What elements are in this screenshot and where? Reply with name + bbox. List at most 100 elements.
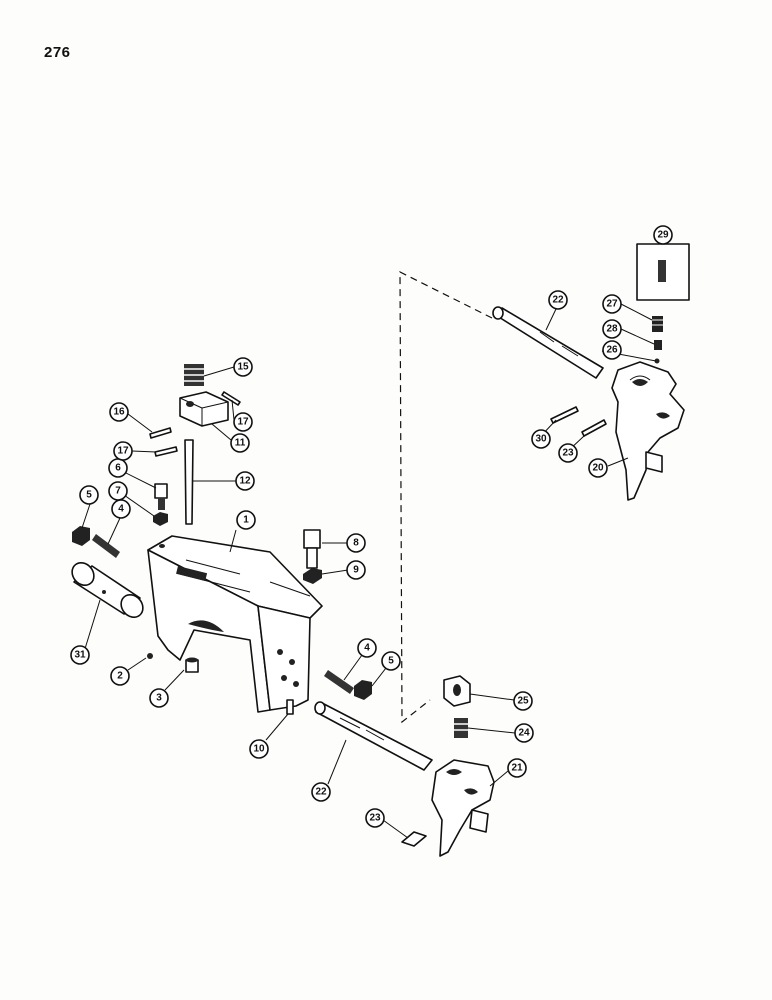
part-21-shift-fork <box>431 759 495 857</box>
part-26-ball <box>654 358 660 364</box>
leader-lines <box>81 303 657 839</box>
callout-label: 2 <box>117 671 123 682</box>
part-23-pin-upper <box>581 419 607 437</box>
callout-27: 27 <box>602 294 622 314</box>
callout-24: 24 <box>514 723 534 743</box>
callout-label: 25 <box>517 696 529 707</box>
alignment-dashed-line <box>399 271 493 724</box>
part-11-block <box>179 391 229 427</box>
part-23-pin-lower <box>401 831 427 847</box>
part-2-plug <box>147 653 153 659</box>
callout-21: 21 <box>507 758 527 778</box>
callout-label: 23 <box>562 448 574 459</box>
callout-3: 3 <box>149 688 169 708</box>
part-15-spring <box>184 364 204 386</box>
callout-label: 1 <box>243 515 249 526</box>
callout-label: 20 <box>592 463 604 474</box>
part-1-housing <box>147 535 323 713</box>
callout-5-right: 5 <box>381 651 401 671</box>
part-29-kit-box <box>636 243 690 301</box>
callout-label: 22 <box>552 295 564 306</box>
part-8-bolt <box>303 529 321 569</box>
part-3-fitting <box>185 657 199 673</box>
callout-label: 30 <box>535 434 547 445</box>
callout-28: 28 <box>602 319 622 339</box>
callout-label: 11 <box>235 438 246 449</box>
callout-8: 8 <box>346 533 366 553</box>
part-6-bolt <box>154 483 168 510</box>
part-28-detent <box>654 340 662 350</box>
callout-label: 7 <box>115 486 121 497</box>
callout-label: 15 <box>237 362 249 373</box>
callout-label: 22 <box>315 787 327 798</box>
callout-22-lower: 22 <box>311 782 331 802</box>
part-17-pin-lower <box>154 446 178 457</box>
callout-label: 27 <box>606 299 618 310</box>
part-5-nut-left <box>72 526 90 546</box>
callout-26: 26 <box>602 340 622 360</box>
callout-label: 8 <box>353 538 359 549</box>
part-9-nut <box>303 568 322 584</box>
callout-label: 6 <box>115 463 121 474</box>
part-4-spring-left <box>92 534 120 558</box>
callout-11: 11 <box>230 433 250 453</box>
callout-label: 23 <box>369 813 381 824</box>
callout-7: 7 <box>108 481 128 501</box>
callout-4-left: 4 <box>111 499 131 519</box>
callout-label: 10 <box>253 744 265 755</box>
callout-29: 29 <box>653 225 673 245</box>
part-17-pin-upper <box>221 391 241 406</box>
callout-31: 31 <box>70 645 90 665</box>
callout-label: 4 <box>118 504 124 515</box>
callout-17-upper: 17 <box>233 412 253 432</box>
part-5-nut-right <box>354 680 372 700</box>
callout-30: 30 <box>531 429 551 449</box>
callout-label: 5 <box>86 490 92 501</box>
callout-label: 29 <box>657 230 669 241</box>
callout-label: 28 <box>606 324 618 335</box>
callout-9: 9 <box>346 560 366 580</box>
callout-1: 1 <box>236 510 256 530</box>
callout-15: 15 <box>233 357 253 377</box>
callout-label: 3 <box>156 693 162 704</box>
callout-label: 26 <box>606 345 618 356</box>
part-10-pin <box>286 699 294 715</box>
part-16-pin <box>149 427 172 439</box>
callout-4-right: 4 <box>357 638 377 658</box>
part-22-lower-shaft <box>314 701 433 771</box>
callout-label: 21 <box>511 763 523 774</box>
page-number: 276 <box>44 44 71 61</box>
callout-23-upper: 23 <box>558 443 578 463</box>
callout-25: 25 <box>513 691 533 711</box>
callout-22-upper: 22 <box>548 290 568 310</box>
callout-label: 5 <box>388 656 394 667</box>
part-4-spring-right <box>324 670 354 694</box>
callout-16: 16 <box>109 402 129 422</box>
callout-12: 12 <box>235 471 255 491</box>
callout-6: 6 <box>108 458 128 478</box>
callout-label: 31 <box>74 650 86 661</box>
callout-2: 2 <box>110 666 130 686</box>
callout-label: 17 <box>117 446 129 457</box>
part-22-upper-shaft <box>492 306 604 379</box>
callout-label: 4 <box>364 643 370 654</box>
callout-17-lower: 17 <box>113 441 133 461</box>
part-7-nut <box>153 512 168 526</box>
part-24-spring <box>454 718 468 738</box>
part-30-pin <box>550 406 579 424</box>
part-20-shift-fork <box>611 361 685 501</box>
callout-5-left: 5 <box>79 485 99 505</box>
part-25-detent-block <box>443 675 471 707</box>
callout-20: 20 <box>588 458 608 478</box>
callout-label: 9 <box>353 565 359 576</box>
callout-10: 10 <box>249 739 269 759</box>
callout-label: 16 <box>113 407 125 418</box>
part-12-rod <box>184 439 194 525</box>
callout-23-lower: 23 <box>365 808 385 828</box>
part-31-tube <box>71 561 144 619</box>
callout-label: 24 <box>518 728 530 739</box>
callout-label: 17 <box>237 417 249 428</box>
part-27-spring <box>652 316 663 332</box>
